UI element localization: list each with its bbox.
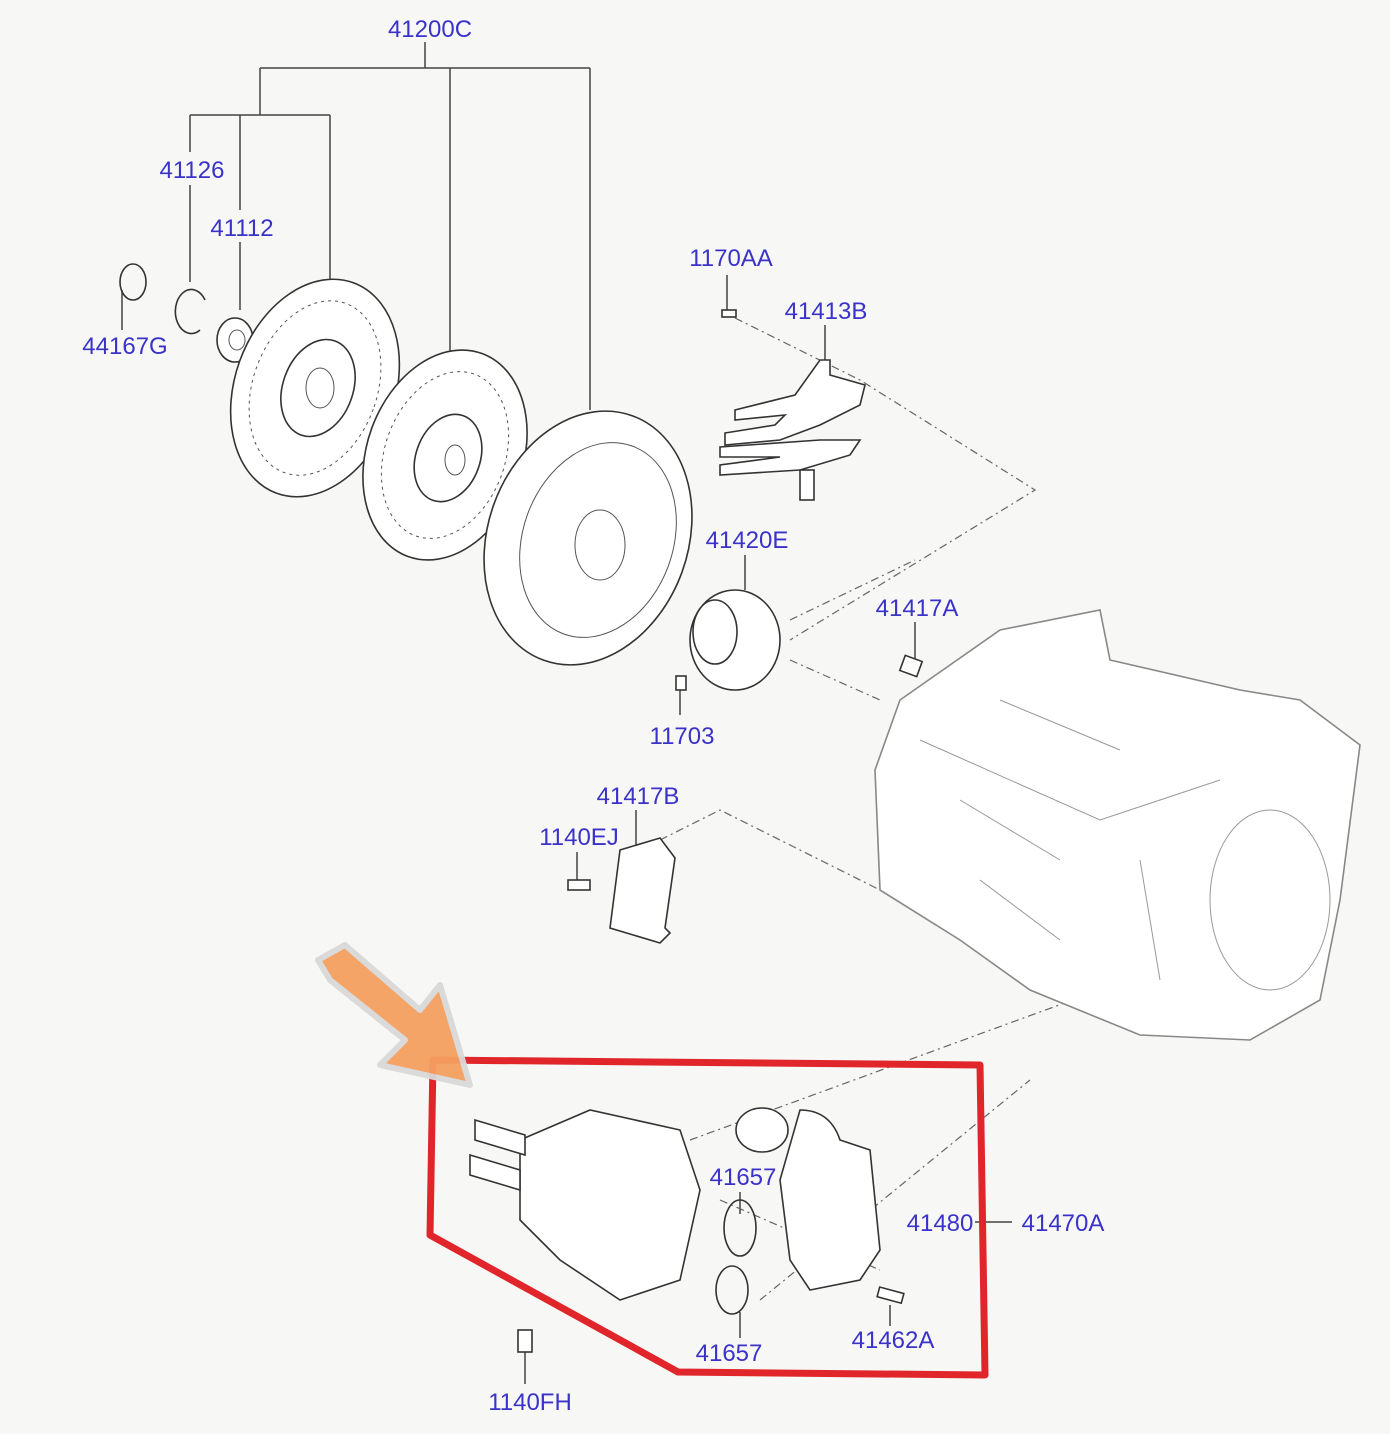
label-11703: 11703 [650, 723, 715, 750]
transmission-housing [874, 609, 1361, 1041]
bolt-1140EJ [567, 879, 591, 891]
label-41417B: 41417B [597, 783, 680, 810]
clutch-disc-2 [362, 349, 528, 561]
snap-ring-41126 [174, 288, 206, 335]
label-41470A: 41470A [1022, 1210, 1105, 1237]
bolt-11703 [675, 675, 687, 691]
actuator-assembly [469, 1107, 905, 1353]
bolt-1170AA [721, 309, 737, 318]
release-bearing-41420E [689, 589, 781, 691]
pointer-arrow [315, 942, 473, 1088]
label-41462A: 41462A [852, 1327, 935, 1354]
leader-lines [121, 42, 1012, 1384]
label-44167G: 44167G [82, 333, 167, 360]
label-1140EJ: 1140EJ [539, 824, 619, 851]
highlight-box [426, 1056, 989, 1379]
label-1170AA: 1170AA [689, 245, 773, 272]
label-41420E: 41420E [706, 527, 789, 554]
label-41112: 41112 [210, 215, 273, 242]
part-labels: 41200C 41126 41112 44167G 1170AA 41413B … [82, 16, 1104, 1416]
bracket-41417B [609, 837, 676, 944]
label-1140FH: 1140FH [488, 1389, 572, 1416]
release-fork-41413B [719, 359, 866, 501]
label-41413B: 41413B [785, 298, 868, 325]
ring-44167G [119, 263, 147, 301]
label-41126: 41126 [160, 157, 225, 184]
label-41480: 41480 [907, 1210, 974, 1237]
label-41200C: 41200C [388, 16, 472, 43]
pressure-plate [483, 410, 693, 666]
clip-41417A [898, 654, 924, 678]
label-41657-upper: 41657 [710, 1164, 777, 1191]
label-41417A: 41417A [876, 595, 959, 622]
label-41657-lower: 41657 [696, 1340, 763, 1367]
clutch-disc-1 [229, 278, 401, 498]
